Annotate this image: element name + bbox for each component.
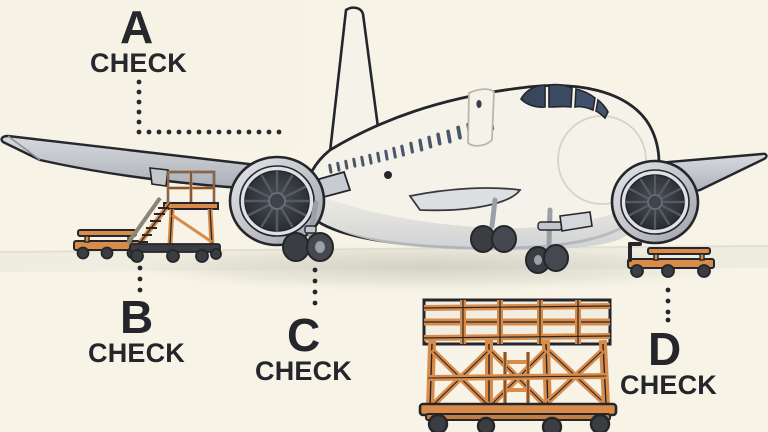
wing-root-fairing bbox=[408, 187, 522, 212]
left-flap-track bbox=[149, 167, 169, 187]
fuselage-belly-shading bbox=[316, 196, 649, 251]
fuselage-marker bbox=[384, 171, 392, 179]
passenger-door bbox=[467, 88, 495, 147]
label-d-word: CHECK bbox=[620, 370, 718, 400]
label-c-word: CHECK bbox=[255, 356, 353, 386]
leader-line-a bbox=[136, 79, 282, 135]
label-a-check: A CHECK bbox=[90, 4, 187, 77]
maintenance-stairs-platform bbox=[126, 170, 222, 263]
label-a-letter: A bbox=[120, 1, 154, 53]
leader-lines bbox=[136, 79, 671, 323]
label-b-check: B CHECK bbox=[88, 294, 185, 367]
heavy-maintenance-scaffold-dock bbox=[418, 298, 618, 432]
label-c-check: C CHECK bbox=[255, 312, 352, 385]
cockpit-windows bbox=[520, 83, 609, 120]
label-a-word: CHECK bbox=[90, 48, 188, 78]
baggage-cart-right bbox=[627, 242, 715, 278]
leader-line-d bbox=[665, 287, 671, 323]
label-d-check: D CHECK bbox=[620, 326, 717, 399]
leader-line-c bbox=[312, 267, 318, 306]
right-engine bbox=[610, 159, 700, 245]
label-c-letter: C bbox=[287, 309, 321, 361]
label-b-letter: B bbox=[120, 291, 154, 343]
nose-landing-gear bbox=[525, 207, 569, 274]
right-main-landing-gear bbox=[470, 197, 517, 253]
left-engine bbox=[228, 155, 326, 247]
left-main-landing-gear bbox=[282, 200, 334, 262]
label-d-letter: D bbox=[648, 323, 682, 375]
aircraft-ground-shadow bbox=[130, 246, 730, 290]
aircraft bbox=[0, 6, 768, 274]
belly-access-panel bbox=[559, 211, 593, 232]
label-b-word: CHECK bbox=[88, 338, 186, 368]
leader-line-b bbox=[137, 265, 143, 293]
cabin-window-row bbox=[328, 115, 495, 174]
